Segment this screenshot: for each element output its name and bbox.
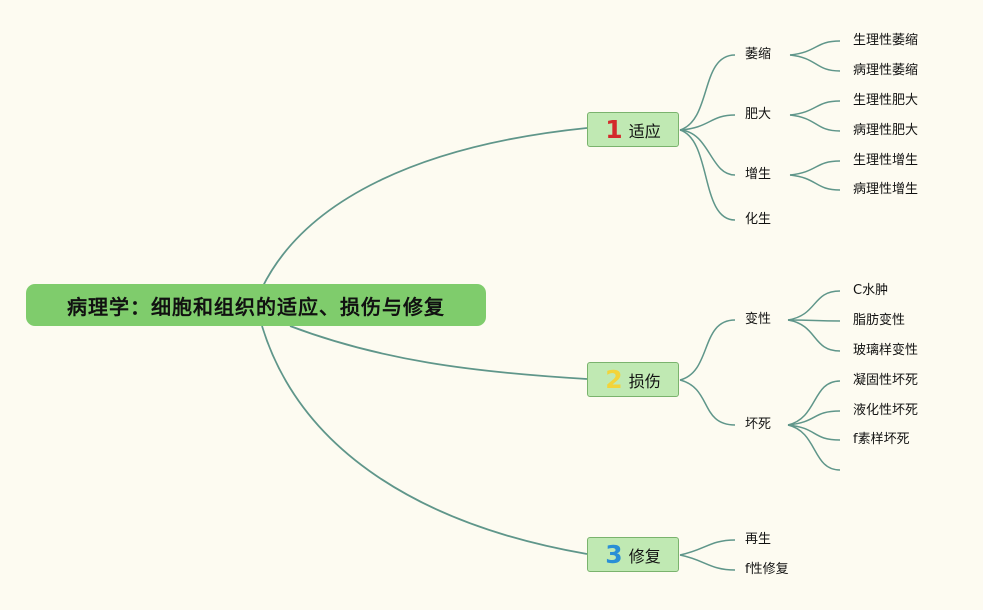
- subtopic-regeneration[interactable]: 再生: [745, 532, 772, 547]
- edge-b1-s1-l0: [787, 380, 841, 426]
- edge-b1-s1: [679, 379, 736, 426]
- edge-b0-s1-l1: [789, 114, 841, 132]
- number-2-icon: 2: [605, 365, 623, 394]
- edge-b1-s0-l2: [787, 319, 841, 352]
- subtopic-atrophy[interactable]: 萎缩: [745, 47, 772, 62]
- edge-b1-s1-l3: [787, 424, 841, 471]
- root-node[interactable]: 病理学：细胞和组织的适应、损伤与修复: [26, 284, 486, 326]
- subtopic-metaplasia[interactable]: 化生: [745, 212, 772, 227]
- subtopic-necrosis[interactable]: 坏死: [745, 417, 772, 432]
- edge-root-b0: [261, 127, 588, 289]
- leaf-cellular-edema[interactable]: C水肿: [853, 283, 889, 298]
- edge-b2-s1: [679, 554, 736, 571]
- edge-b1-s1-l1: [787, 410, 841, 426]
- root-label: 病理学：细胞和组织的适应、损伤与修复: [67, 294, 445, 319]
- subtopic-hypertrophy[interactable]: 肥大: [745, 107, 772, 122]
- edge-b1-s0: [679, 319, 736, 381]
- edge-b0-s2: [679, 129, 736, 176]
- edge-b0-s3: [679, 129, 736, 221]
- edge-b0-s0-l1: [789, 54, 841, 72]
- edge-b0-s1-l0: [789, 100, 841, 116]
- edge-b1-s0-l1: [787, 319, 841, 322]
- edge-b1-s0-l0: [787, 290, 841, 321]
- leaf-liquefactive-necrosis[interactable]: 液化性坏死: [853, 403, 919, 418]
- edge-root-b2: [261, 325, 588, 555]
- leaf-pathological-hypertrophy[interactable]: 病理性肥大: [853, 123, 919, 138]
- leaf-physiological-hypertrophy[interactable]: 生理性肥大: [853, 93, 919, 108]
- leaf-physiological-hyperplasia[interactable]: 生理性增生: [853, 153, 919, 168]
- edge-root-b1: [289, 325, 588, 380]
- branch-repair[interactable]: 3 修复: [587, 537, 679, 572]
- edge-b0-s2-l0: [789, 160, 841, 176]
- branch-label: 损伤: [628, 371, 661, 391]
- branch-label: 适应: [628, 121, 661, 141]
- leaf-coagulative-necrosis[interactable]: 凝固性坏死: [853, 373, 919, 388]
- edge-b0-s0: [679, 54, 736, 131]
- branch-adaptation[interactable]: 1 适应: [587, 112, 679, 147]
- edge-b1-s1-l2: [787, 424, 841, 441]
- number-3-icon: 3: [605, 540, 623, 569]
- leaf-hyaline-change[interactable]: 玻璃样变性: [853, 343, 919, 358]
- leaf-physiological-atrophy[interactable]: 生理性萎缩: [853, 33, 919, 48]
- leaf-fibrinoid-necrosis[interactable]: f素样坏死: [853, 432, 910, 447]
- subtopic-fibrous-repair[interactable]: f性修复: [745, 562, 789, 577]
- branch-injury[interactable]: 2 损伤: [587, 362, 679, 397]
- branch-label: 修复: [628, 546, 661, 566]
- number-1-icon: 1: [605, 115, 623, 144]
- edge-b0-s0-l0: [789, 40, 841, 56]
- edge-b0-s1: [679, 114, 736, 131]
- subtopic-hyperplasia[interactable]: 增生: [745, 167, 772, 182]
- edge-b2-s0: [679, 539, 736, 556]
- subtopic-degeneration[interactable]: 变性: [745, 312, 772, 327]
- leaf-pathological-hyperplasia[interactable]: 病理性增生: [853, 182, 919, 197]
- leaf-pathological-atrophy[interactable]: 病理性萎缩: [853, 63, 919, 78]
- leaf-fatty-change[interactable]: 脂肪变性: [853, 313, 906, 328]
- edge-b0-s2-l1: [789, 174, 841, 191]
